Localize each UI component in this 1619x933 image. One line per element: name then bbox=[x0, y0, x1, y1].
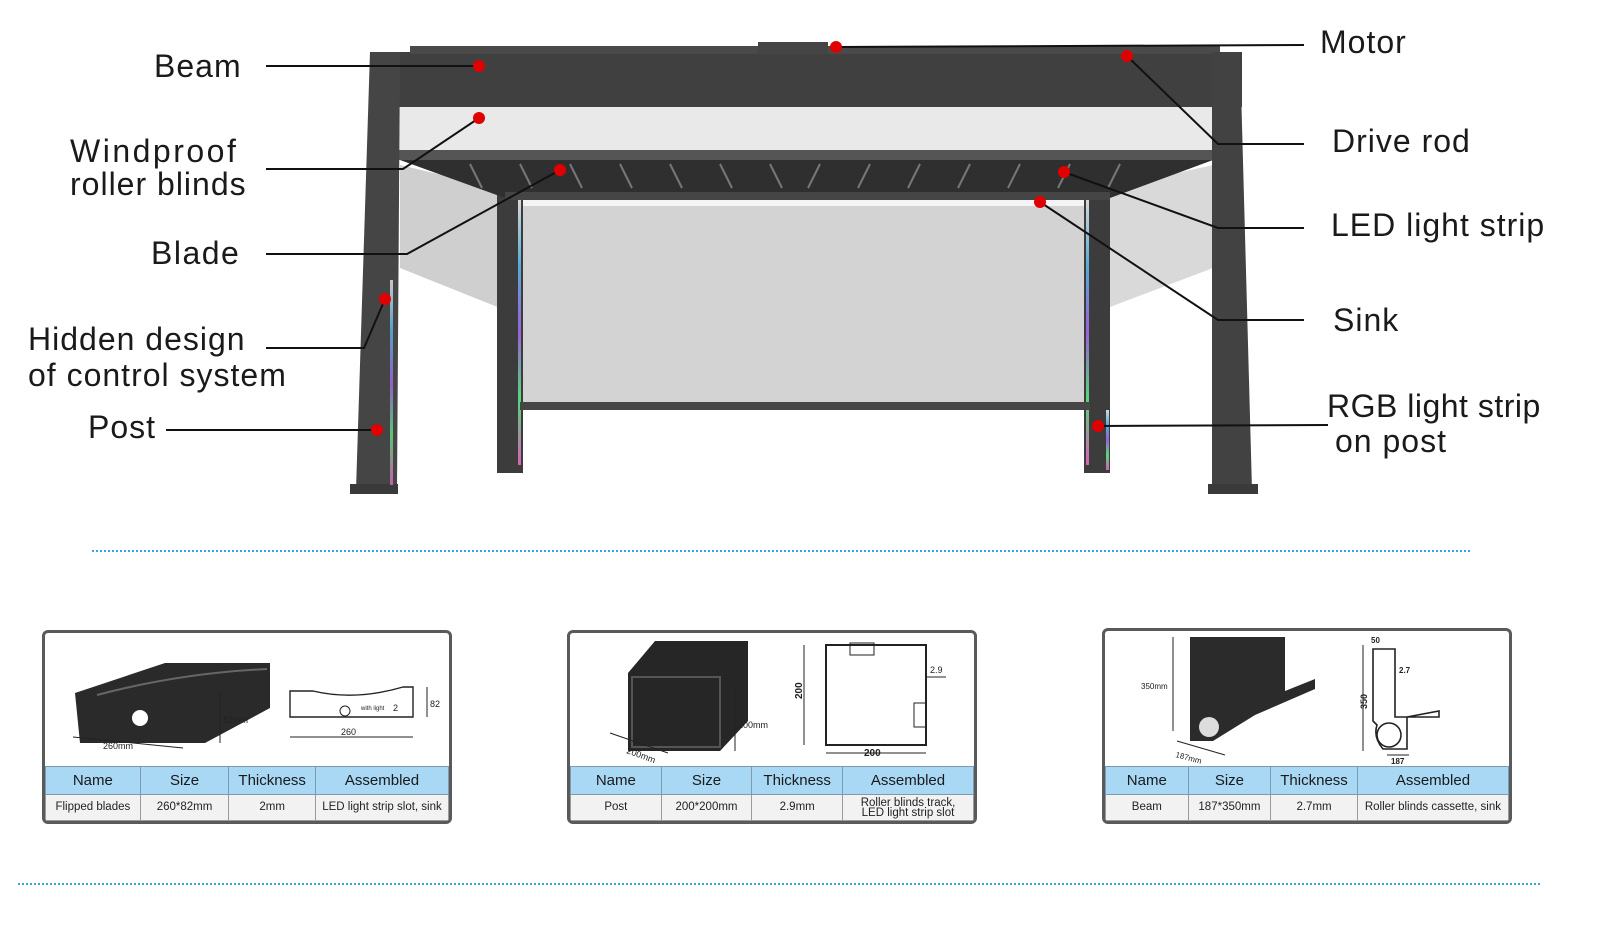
cell-assembled: Roller blinds cassette, sink bbox=[1356, 794, 1509, 821]
side-screen-left bbox=[400, 165, 505, 310]
back-screen bbox=[520, 200, 1090, 408]
col-size: Size bbox=[1187, 766, 1272, 795]
blade-line bbox=[469, 163, 483, 189]
label-control-system: of control system bbox=[28, 357, 287, 393]
cell-size: 187*350mm bbox=[1187, 794, 1272, 821]
table-row: Post 200*200mm 2.9mm Roller blinds track… bbox=[570, 794, 974, 821]
label-drive-rod: Drive rod bbox=[1332, 123, 1471, 159]
separator-bottom bbox=[18, 883, 1540, 885]
post-profile-drawing: 200mm 200mm 2.9 200 200 bbox=[609, 641, 946, 765]
col-name: Name bbox=[45, 766, 141, 795]
label-blade: Blade bbox=[151, 235, 240, 271]
spec-table-beam: Name Size Thickness Assembled Beam 187*3… bbox=[1105, 766, 1509, 821]
cell-thickness: 2mm bbox=[228, 794, 316, 821]
spec-card-post: 200mm 200mm 2.9 200 200 Name Size Thickn… bbox=[567, 630, 977, 824]
blade-line bbox=[719, 163, 733, 189]
blade-line bbox=[769, 163, 783, 189]
dim-82mm: 82mm bbox=[223, 715, 248, 725]
motor-housing bbox=[758, 42, 828, 54]
cell-name: Beam bbox=[1105, 794, 1189, 821]
label-windproof: Windproof bbox=[70, 133, 238, 169]
col-name: Name bbox=[570, 766, 662, 795]
blade-line bbox=[519, 163, 533, 189]
cell-assembled: Roller blinds track, LED light strip slo… bbox=[842, 794, 974, 821]
label-sink: Sink bbox=[1333, 302, 1399, 338]
post-left bbox=[356, 52, 400, 490]
col-size: Size bbox=[139, 766, 230, 795]
col-thickness: Thickness bbox=[1270, 766, 1358, 795]
dim-82: 82 bbox=[430, 699, 440, 709]
spec-card-beam: 350mm 187mm 50 2.7 350 187 Name Size Thi… bbox=[1102, 628, 1512, 824]
dim-350mm: 350mm bbox=[1141, 682, 1168, 691]
label-post: Post bbox=[88, 409, 156, 445]
label-on-post: on post bbox=[1335, 423, 1447, 459]
label-motor: Motor bbox=[1320, 24, 1407, 60]
cell-name: Post bbox=[570, 794, 662, 821]
col-assembled: Assembled bbox=[1356, 766, 1509, 795]
blade-line bbox=[857, 163, 871, 189]
spec-table-post: Name Size Thickness Assembled Post 200*2… bbox=[570, 766, 974, 821]
blade-line bbox=[807, 163, 821, 189]
dim-2: 2 bbox=[393, 703, 398, 713]
label-rgb-light-strip: RGB light strip bbox=[1327, 388, 1541, 424]
beam-profile-drawing: 350mm 187mm 50 2.7 350 187 bbox=[1141, 636, 1440, 766]
pergola-diagram: Beam Windproof roller blinds Blade Hidde… bbox=[28, 24, 1545, 494]
dim-187mm: 187mm bbox=[1174, 750, 1202, 766]
col-size: Size bbox=[660, 766, 753, 795]
label-beam: Beam bbox=[154, 48, 242, 84]
col-assembled: Assembled bbox=[842, 766, 974, 795]
blade-line bbox=[1107, 163, 1121, 189]
label-led-light-strip: LED light strip bbox=[1331, 207, 1545, 243]
cell-assembled: LED light strip slot, sink bbox=[315, 794, 449, 821]
blade-ceiling bbox=[400, 160, 1213, 198]
table-row: Flipped blades 260*82mm 2mm LED light st… bbox=[45, 794, 449, 821]
col-assembled: Assembled bbox=[315, 766, 449, 795]
col-name: Name bbox=[1105, 766, 1189, 795]
dim-350: 350 bbox=[1359, 694, 1369, 709]
blade-line bbox=[1007, 163, 1021, 189]
cell-name: Flipped blades bbox=[45, 794, 141, 821]
blade-profile-drawing: 82mm 260mm with light 2 82 260 bbox=[72, 663, 440, 751]
side-screen-right bbox=[1102, 165, 1213, 310]
post-right bbox=[1212, 52, 1252, 490]
dim-187: 187 bbox=[1391, 757, 1405, 766]
blade-line bbox=[957, 163, 971, 189]
dim-200mm-side: 200mm bbox=[738, 720, 768, 730]
col-thickness: Thickness bbox=[751, 766, 844, 795]
dim-200-horizontal: 200 bbox=[864, 748, 881, 759]
spec-card-blades: 82mm 260mm with light 2 82 260 Name Size… bbox=[42, 630, 452, 824]
dim-2-7: 2.7 bbox=[1399, 666, 1411, 675]
separator-top bbox=[92, 550, 1470, 552]
label-hidden-design: Hidden design bbox=[28, 321, 246, 357]
leader-lines bbox=[166, 44, 1329, 431]
callout-dots bbox=[371, 41, 1133, 436]
dim-200-vertical: 200 bbox=[794, 682, 805, 699]
cell-size: 200*200mm bbox=[660, 794, 753, 821]
dim-260mm: 260mm bbox=[103, 741, 133, 751]
blade-line bbox=[907, 163, 921, 189]
label-roller-blinds: roller blinds bbox=[70, 166, 247, 202]
cell-assembled-line1: Roller blinds track, bbox=[860, 796, 956, 809]
beam bbox=[372, 52, 1242, 107]
table-row: Beam 187*350mm 2.7mm Roller blinds casse… bbox=[1105, 794, 1509, 821]
dim-with-light: with light bbox=[360, 706, 385, 712]
cell-size: 260*82mm bbox=[139, 794, 230, 821]
dim-2-9: 2.9 bbox=[930, 665, 943, 675]
cell-assembled-line2: LED light strip slot bbox=[861, 806, 955, 819]
cell-thickness: 2.9mm bbox=[751, 794, 844, 821]
dim-260: 260 bbox=[341, 727, 356, 737]
blade-line bbox=[619, 163, 633, 189]
blade-line bbox=[669, 163, 683, 189]
cell-thickness: 2.7mm bbox=[1270, 794, 1358, 821]
col-thickness: Thickness bbox=[228, 766, 316, 795]
spec-table-blades: Name Size Thickness Assembled Flipped bl… bbox=[45, 766, 449, 821]
dim-50: 50 bbox=[1371, 636, 1380, 645]
blade-line bbox=[569, 163, 583, 189]
